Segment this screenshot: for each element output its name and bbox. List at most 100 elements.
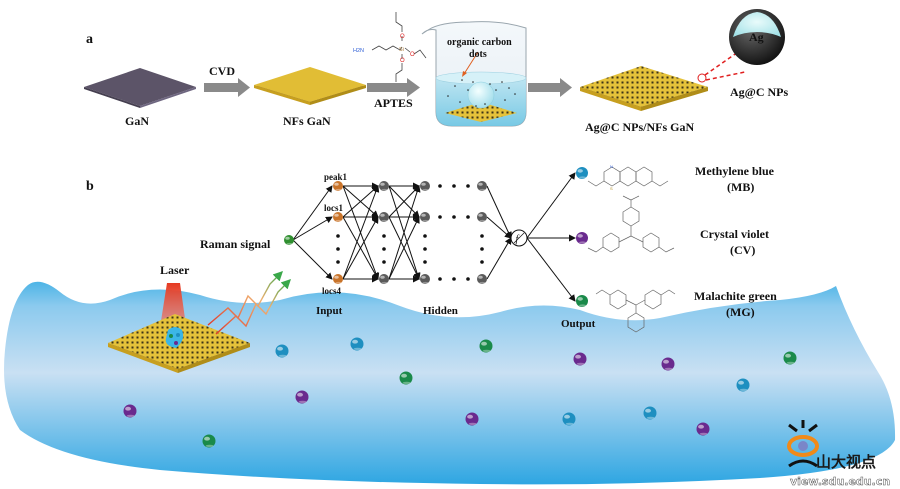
agc-nanoparticle xyxy=(729,9,785,65)
edge-raman-to-input xyxy=(292,216,333,241)
activation-function-node: f xyxy=(510,229,528,247)
raman-signal-label: Raman signal xyxy=(200,237,271,251)
horizontal-ellipsis-dot xyxy=(466,277,470,281)
beaker-label-line1: organic carbon xyxy=(447,37,512,48)
hidden-node xyxy=(420,181,430,191)
input-node-peak1 xyxy=(333,181,343,191)
hidden-node xyxy=(477,212,487,222)
laser-label: Laser xyxy=(160,263,190,277)
aptes-molecule xyxy=(371,12,427,82)
analyte-mb-abbr: (MB) xyxy=(727,180,754,194)
hidden-node xyxy=(379,181,389,191)
analyte-cv-name: Crystal violet xyxy=(700,227,769,241)
vertical-ellipsis-dot xyxy=(336,247,340,251)
aptes-o-right: O xyxy=(410,52,415,58)
molecule-mg xyxy=(202,434,216,448)
watermark-logo: 山大视点 view.sdu.edu.cn xyxy=(787,420,890,488)
vertical-ellipsis-dot xyxy=(336,260,340,264)
vertical-ellipsis-dot xyxy=(423,234,427,238)
edge-activation-to-output xyxy=(526,172,576,239)
molecule-mb xyxy=(643,406,657,420)
watermark-cn-text: 山大视点 xyxy=(816,453,876,471)
malachite-green-structure xyxy=(595,289,676,333)
process-arrow-3 xyxy=(528,78,572,97)
horizontal-ellipsis-dot xyxy=(452,184,456,188)
output-node-cv xyxy=(576,232,588,244)
methylene-blue-structure xyxy=(587,166,669,187)
edge-hidden-to-hidden xyxy=(388,216,420,280)
molecule-cv xyxy=(465,412,479,426)
molecule-cv xyxy=(295,390,309,404)
analyte-cv-abbr: (CV) xyxy=(730,243,755,257)
edge-hidden-to-activation xyxy=(486,216,512,239)
aptes-o-top: O xyxy=(400,34,405,40)
vertical-ellipsis-dot xyxy=(336,234,340,238)
cvd-label: CVD xyxy=(209,64,235,78)
panel-b-label: b xyxy=(86,179,94,194)
crystal-violet-structure xyxy=(587,195,675,253)
nfs-gan-substrate xyxy=(254,67,366,105)
molecule-mg xyxy=(399,371,413,385)
raman-signal-node xyxy=(284,235,294,245)
vertical-ellipsis-dot xyxy=(480,247,484,251)
ag-core-label: Ag xyxy=(749,30,764,44)
edge-hidden-to-activation xyxy=(486,185,512,239)
hidden-node xyxy=(477,181,487,191)
molecule-mb xyxy=(736,378,750,392)
gan-substrate xyxy=(84,68,196,108)
input-node-locs1 xyxy=(333,212,343,222)
edge-raman-to-input xyxy=(292,239,333,280)
edge-input-to-hidden xyxy=(342,185,380,280)
analyte-mb-name: Methylene blue xyxy=(695,164,775,178)
edge-hidden-to-activation xyxy=(486,237,512,280)
molecule-mb xyxy=(350,337,364,351)
nfs-gan-label: NFs GaN xyxy=(283,114,331,128)
cvd-arrow xyxy=(204,78,250,97)
horizontal-ellipsis-dot xyxy=(438,184,442,188)
molecule-mb xyxy=(562,412,576,426)
molecule-mg xyxy=(783,351,797,365)
molecule-cv xyxy=(123,404,137,418)
panel-a-label: a xyxy=(86,32,93,47)
aptes-o-bottom: O xyxy=(400,58,405,64)
analyte-mg-name: Malachite green xyxy=(694,289,777,303)
input-node-locs4 xyxy=(333,274,343,284)
horizontal-ellipsis-dot xyxy=(466,215,470,219)
aptes-arrow xyxy=(367,78,420,97)
horizontal-ellipsis-dot xyxy=(438,215,442,219)
vertical-ellipsis-dot xyxy=(423,247,427,251)
watermark-url: view.sdu.edu.cn xyxy=(790,475,890,488)
gan-label: GaN xyxy=(125,114,149,128)
water-body xyxy=(4,281,896,485)
vertical-ellipsis-dot xyxy=(480,260,484,264)
hidden-node xyxy=(420,274,430,284)
output-node-mb xyxy=(576,167,588,179)
vertical-ellipsis-dot xyxy=(382,247,386,251)
molecule-cv xyxy=(573,352,587,366)
mb-s-atom: S xyxy=(610,186,613,191)
edge-raman-to-input xyxy=(292,185,333,241)
vertical-ellipsis-dot xyxy=(480,234,484,238)
beaker xyxy=(421,21,527,127)
aptes-amine: H2N xyxy=(353,48,364,54)
input-node-label-locs4: locs4 xyxy=(322,286,341,296)
agc-nfs-gan-label: Ag@C NPs/NFs GaN xyxy=(585,120,694,134)
molecule-cv xyxy=(696,422,710,436)
vertical-ellipsis-dot xyxy=(423,260,427,264)
raman-scatter-waves xyxy=(207,271,291,335)
hidden-node xyxy=(420,212,430,222)
edge-input-to-hidden xyxy=(342,216,379,280)
hidden-node xyxy=(379,274,389,284)
edge-activation-to-output xyxy=(526,237,576,302)
hidden-layer-label: Hidden xyxy=(423,305,458,317)
agc-nfs-gan-substrate xyxy=(580,66,708,111)
input-node-label-locs1: locs1 xyxy=(324,203,343,213)
hidden-node xyxy=(477,274,487,284)
water-molecules xyxy=(123,337,797,448)
vertical-ellipsis-dot xyxy=(382,260,386,264)
network-edges xyxy=(292,172,576,302)
horizontal-ellipsis-dot xyxy=(438,277,442,281)
analyte-mg-abbr: (MG) xyxy=(726,305,755,319)
